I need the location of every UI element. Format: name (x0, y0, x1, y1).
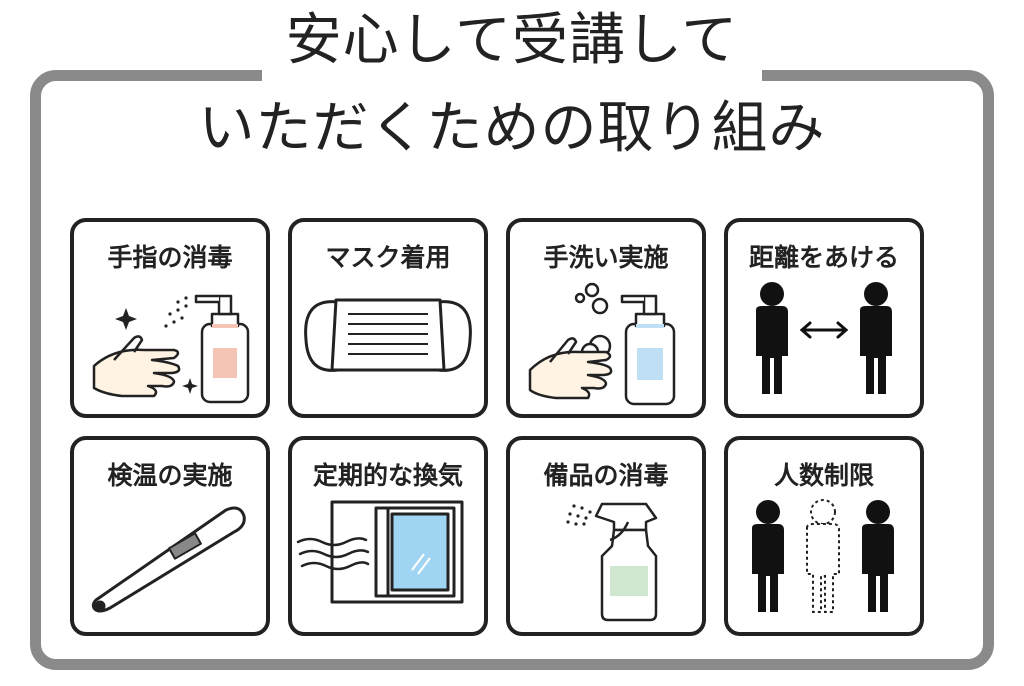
card-hand-sanitizing: 手指の消毒 (70, 218, 270, 418)
spray-bottle-icon (566, 502, 658, 622)
card-social-distance: 距離をあける (724, 218, 924, 418)
card-ventilation: 定期的な換気 (288, 436, 488, 636)
card-label: マスク着用 (325, 243, 451, 272)
card-capacity-limit: 人数制限 (724, 436, 924, 636)
card-mask-wearing: マスク着用 (288, 218, 488, 418)
card-label: 定期的な換気 (312, 461, 463, 490)
capacity-limit-icon (752, 499, 894, 613)
ventilation-window-icon (296, 500, 464, 604)
card-temperature-check: 検温の実施 (70, 436, 270, 636)
page-title-line-1: 安心して受講して (285, 8, 739, 73)
social-distance-icon (756, 282, 892, 394)
card-label: 手指の消毒 (107, 243, 233, 272)
card-label: 人数制限 (773, 461, 874, 490)
hand-sanitizer-icon (92, 294, 250, 404)
card-equipment-disinfection: 備品の消毒 (506, 436, 706, 636)
hand-washing-icon (528, 282, 676, 406)
page-title-line-2: いただくための取り組み (198, 96, 826, 161)
title-background (262, 60, 762, 90)
card-label: 手洗い実施 (543, 243, 669, 272)
card-label: 検温の実施 (107, 461, 233, 490)
thermometer-icon (91, 506, 246, 613)
card-label: 距離をあける (748, 243, 899, 272)
card-label: 備品の消毒 (543, 461, 669, 490)
card-hand-washing: 手洗い実施 (506, 218, 706, 418)
face-mask-icon (304, 298, 472, 372)
